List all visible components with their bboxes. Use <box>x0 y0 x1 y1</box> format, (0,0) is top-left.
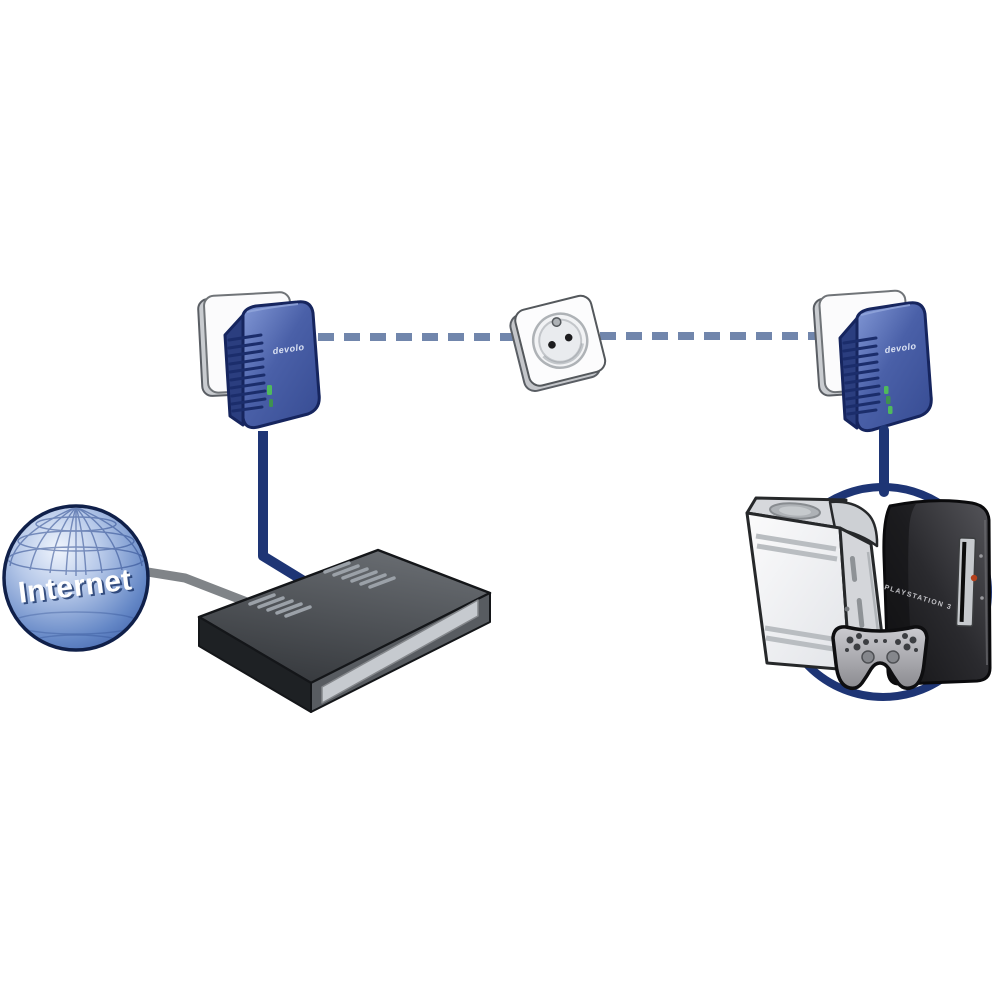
internet-globe-icon: Internet Internet <box>2 504 150 652</box>
adapter-left-led <box>267 385 272 395</box>
ethernet-cable-left <box>258 431 315 591</box>
modem-router-icon <box>197 548 492 713</box>
router-vents <box>248 561 396 618</box>
xbox-top-hump <box>828 500 879 548</box>
adapter-left-led2 <box>269 399 273 407</box>
powerline-adapter-right: devolo <box>838 301 933 433</box>
dashed-powerline-link <box>318 332 822 341</box>
adapter-right-led1 <box>884 386 889 394</box>
wall-outlet-icon <box>509 294 607 393</box>
adapter-left-front <box>241 300 321 430</box>
xbox-top-oval-inner <box>779 506 811 516</box>
outlet-hole-left <box>548 341 556 349</box>
adapter-right-vents <box>842 336 881 416</box>
devolo-logo-left: devolo <box>272 342 305 356</box>
devolo-logo-right: devolo <box>884 341 917 355</box>
controller-buttons <box>845 633 918 652</box>
ps3-edge-highlight <box>984 519 988 666</box>
adapter-right-highlight <box>860 304 911 316</box>
adapter-right-led3 <box>888 406 893 414</box>
outlet-ground-pin <box>551 317 562 328</box>
controller-body <box>831 625 929 691</box>
powerline-adapter-left: devolo <box>223 300 321 430</box>
controller-stick-left <box>861 650 875 664</box>
router-right-panel <box>321 599 479 704</box>
controller-stick-right <box>886 650 900 664</box>
adapter-right-led2 <box>886 396 891 404</box>
ps3-logo-dot <box>970 574 978 582</box>
ps3-disc-slot <box>955 537 977 627</box>
adapter-left-highlight <box>246 303 299 313</box>
ps3-button-1 <box>979 554 983 558</box>
game-controller-icon <box>831 625 929 691</box>
adapter-left-vents <box>227 333 267 413</box>
outlet-hole-right <box>564 333 573 342</box>
ps3-button-2 <box>980 596 984 600</box>
adapter-right-front <box>855 301 933 433</box>
outlet-socket-shadow <box>542 343 585 365</box>
